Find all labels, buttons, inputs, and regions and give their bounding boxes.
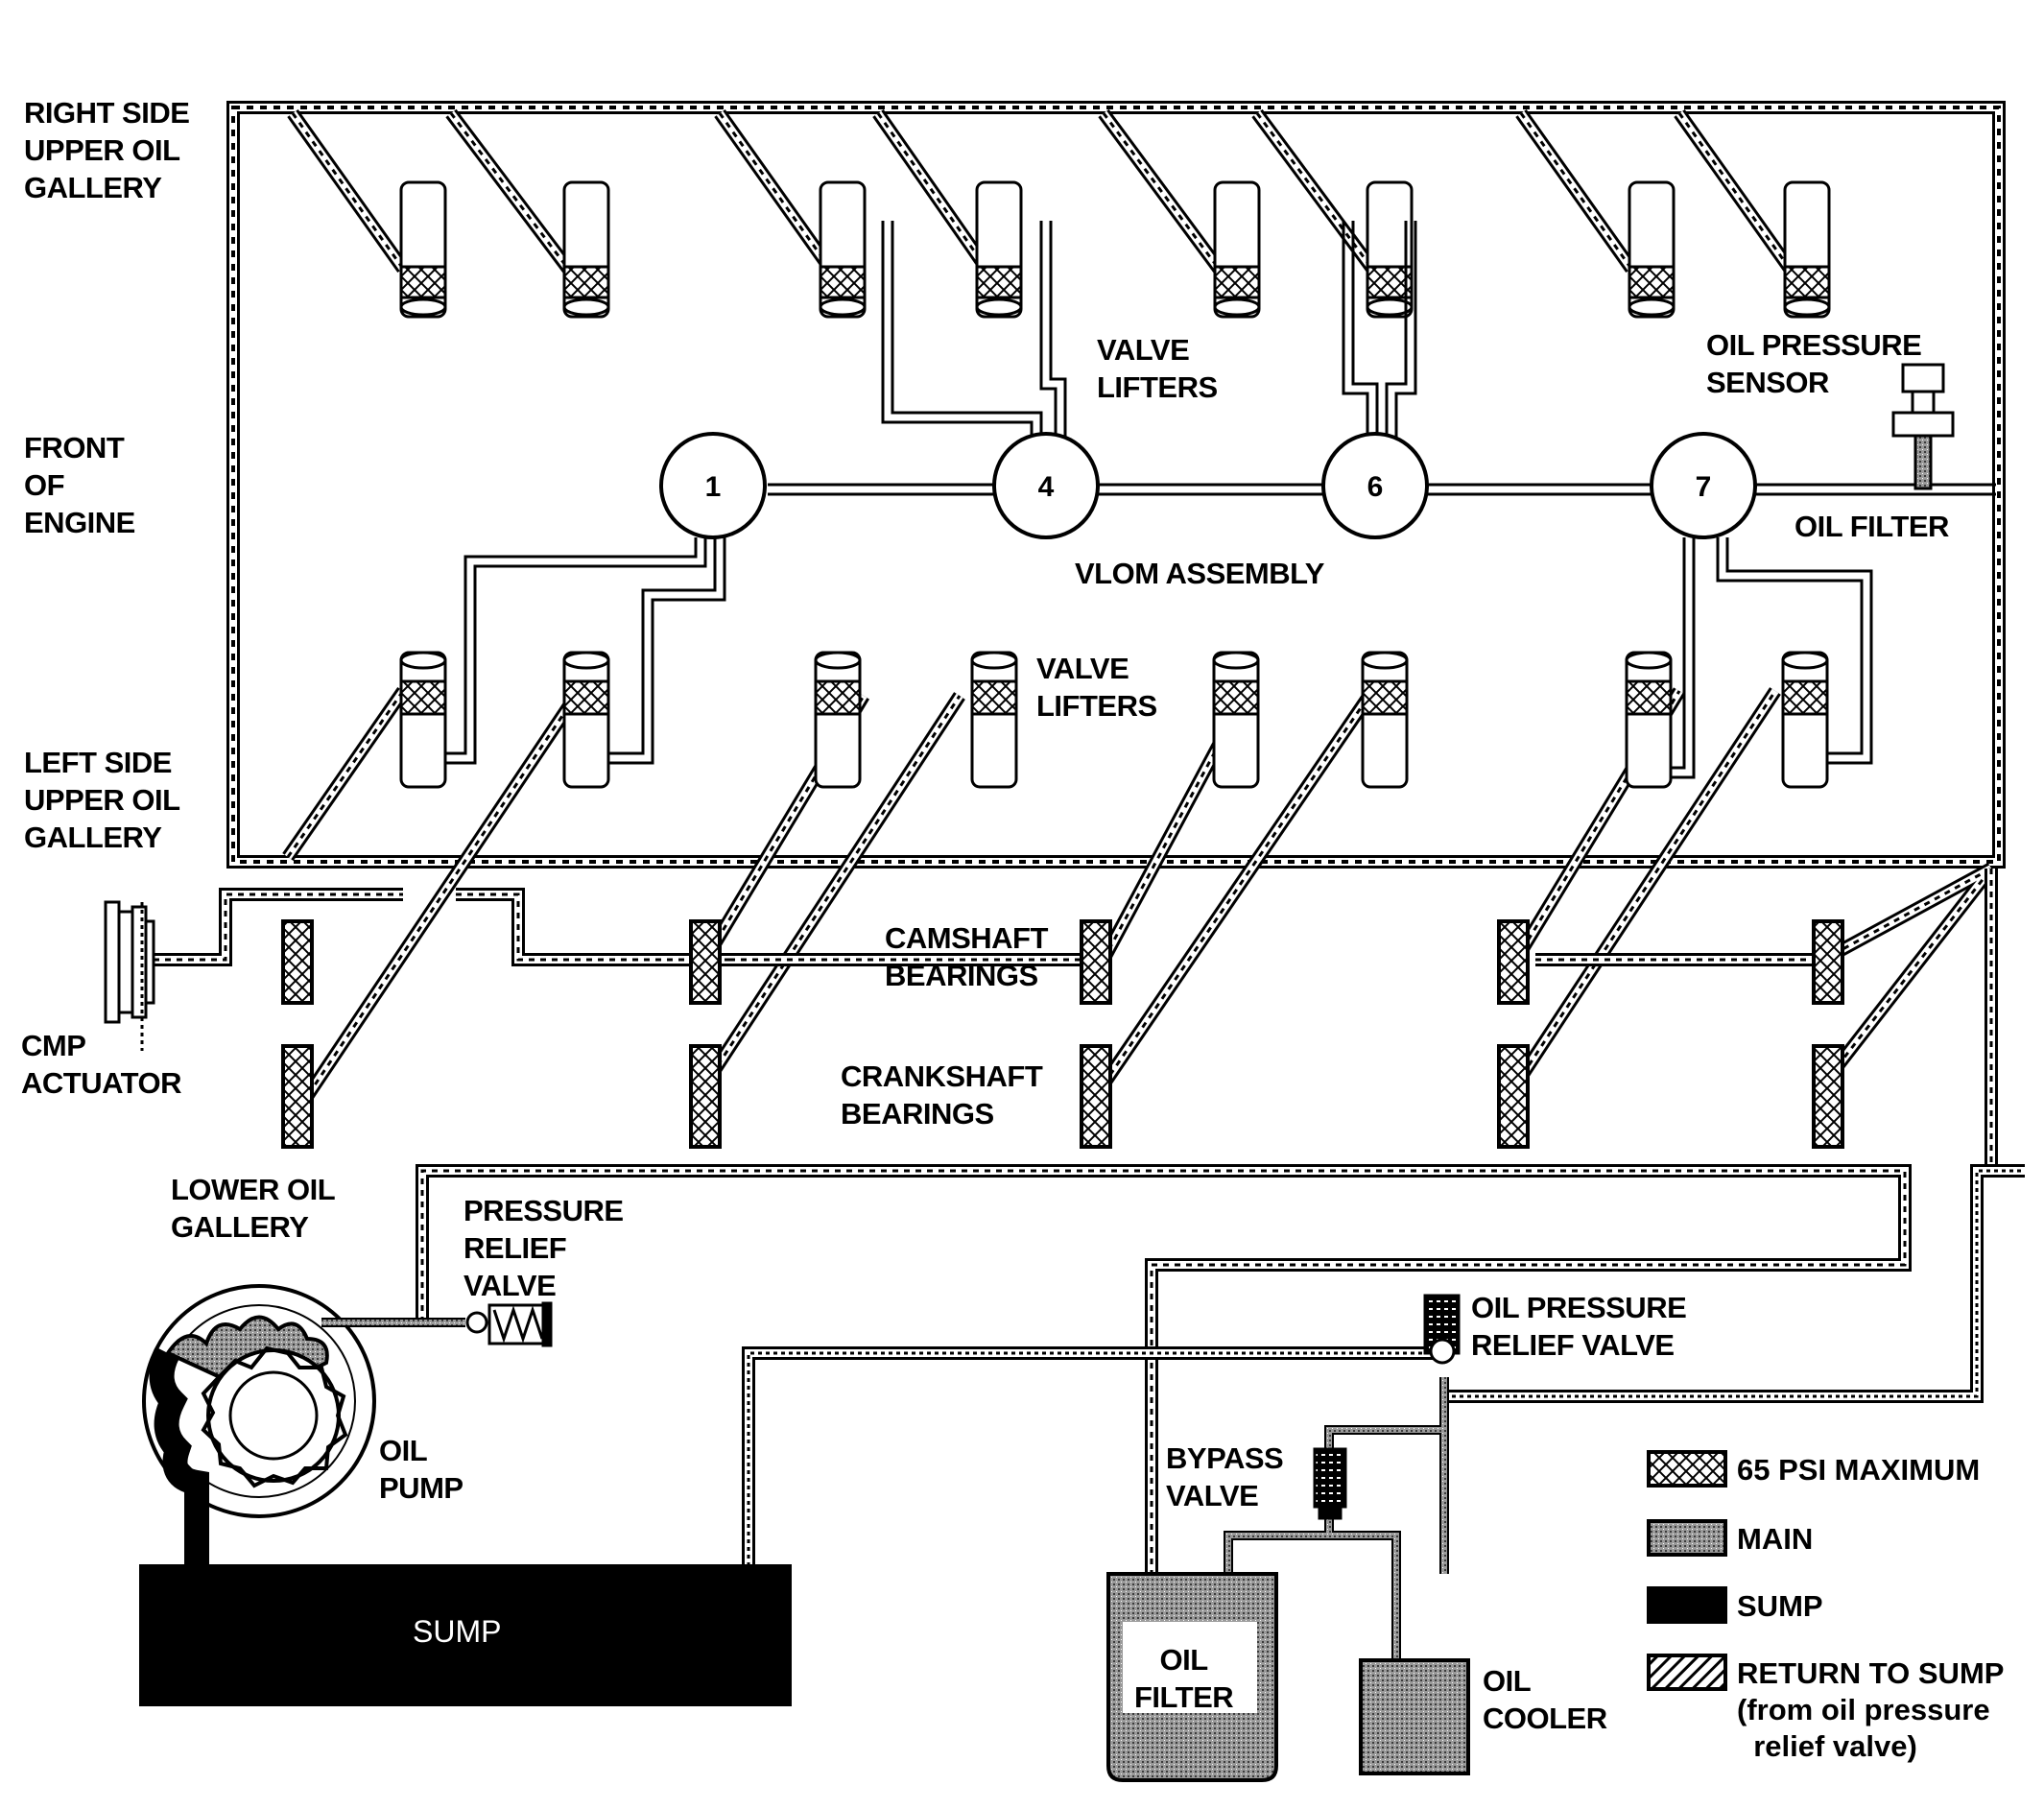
vlom-assembly: 1 4 6 7 xyxy=(659,432,1757,539)
upper-lifter-feeds xyxy=(287,108,1795,274)
label-valve-lifters-upper: VALVE LIFTERS xyxy=(1097,333,1218,404)
lower-lifter-feeds xyxy=(282,687,1997,1107)
svg-text:1: 1 xyxy=(705,471,722,503)
pressure-relief-valve xyxy=(321,1301,553,1347)
svg-text:7: 7 xyxy=(1696,471,1712,503)
lifter xyxy=(819,180,867,319)
vlom-node-7: 7 xyxy=(1650,432,1757,539)
label-bypass-valve: BYPASS VALVE xyxy=(1166,1441,1284,1512)
lifter xyxy=(562,180,610,319)
legend-text-max65: 65 PSI MAXIMUM xyxy=(1737,1453,1981,1487)
label-pressure-relief-valve: PRESSURE RELIEF VALVE xyxy=(463,1194,624,1302)
lifter xyxy=(814,651,862,789)
legend-swatch-max65 xyxy=(1647,1450,1727,1488)
lifter xyxy=(1213,180,1261,319)
legend-swatch-main xyxy=(1647,1519,1727,1557)
crankshaft-bearing xyxy=(1080,1044,1112,1149)
legend xyxy=(1647,1450,1727,1691)
lower-valve-lifters xyxy=(399,651,1829,789)
camshaft-bearing xyxy=(281,919,314,1005)
legend-swatch-return xyxy=(1647,1654,1727,1691)
label-camshaft-bearings: CAMSHAFT BEARINGS xyxy=(885,921,1048,992)
lifter xyxy=(1361,651,1409,789)
label-vlom-assembly: VLOM ASSEMBLY xyxy=(1075,557,1324,590)
vlom-node-6: 6 xyxy=(1321,432,1429,539)
camshaft-feed-line xyxy=(154,888,1814,966)
label-valve-lifters-lower: VALVE LIFTERS xyxy=(1036,652,1157,723)
lifter xyxy=(562,651,610,789)
camshaft-bearing xyxy=(1497,919,1530,1005)
lifter xyxy=(1783,180,1831,319)
lifter xyxy=(1628,180,1676,319)
lifter xyxy=(399,180,447,319)
upper-valve-lifters xyxy=(399,180,1831,319)
label-oil-filter-upper: OIL FILTER xyxy=(1794,510,1949,543)
lifter xyxy=(1366,180,1414,319)
return-line xyxy=(742,1164,2025,1574)
svg-text:6: 6 xyxy=(1367,471,1384,503)
label-oil-pressure-relief-valve: OIL PRESSURE RELIEF VALVE xyxy=(1471,1291,1687,1362)
oil-pump xyxy=(142,1284,376,1631)
lifter xyxy=(1625,651,1673,789)
crankshaft-bearing xyxy=(689,1044,722,1149)
label-oil-pressure-sensor: OIL PRESSURE SENSOR xyxy=(1706,328,1922,399)
crankshaft-bearing xyxy=(1497,1044,1530,1149)
crankshaft-bearing xyxy=(281,1044,314,1149)
crankshaft-bearing xyxy=(1812,1044,1844,1149)
oil-filter-lower xyxy=(1106,1572,1278,1782)
lower-oil-gallery xyxy=(416,869,1998,1574)
label-front-of-engine: FRONT OF ENGINE xyxy=(24,431,135,539)
label-left-gallery: LEFT SIDE UPPER OIL GALLERY xyxy=(24,746,180,854)
legend-text-return: RETURN TO SUMP (from oil pressure relief… xyxy=(1737,1656,2005,1763)
svg-text:4: 4 xyxy=(1038,471,1055,503)
bearings xyxy=(281,919,1844,1149)
oil-pressure-relief-valve xyxy=(1423,1294,1461,1365)
label-oil-pump: OIL PUMP xyxy=(379,1434,463,1505)
legend-swatch-sump xyxy=(1647,1586,1727,1624)
camshaft-bearing xyxy=(689,919,722,1005)
oil-cooler-box xyxy=(1359,1658,1470,1775)
lifter xyxy=(1212,651,1260,789)
camshaft-bearing xyxy=(1080,919,1112,1005)
camshaft-bearing xyxy=(1812,919,1844,1005)
lifter xyxy=(970,651,1018,789)
label-lower-oil-gallery: LOWER OIL GALLERY xyxy=(171,1173,336,1244)
label-sump: SUMP xyxy=(413,1614,502,1649)
vlom-node-4: 4 xyxy=(992,432,1100,539)
vlom-node-1: 1 xyxy=(659,432,767,539)
legend-text-main: MAIN xyxy=(1737,1522,1814,1556)
sump-box xyxy=(139,1564,792,1706)
oil-pressure-sensor xyxy=(1891,363,1955,490)
cmp-actuator xyxy=(104,900,155,1051)
label-oil-cooler: OIL COOLER xyxy=(1483,1664,1607,1735)
lifter xyxy=(1781,651,1829,789)
label-right-gallery: RIGHT SIDE UPPER OIL GALLERY xyxy=(24,96,190,204)
upper-gallery-frame xyxy=(226,101,2006,869)
label-crankshaft-bearings: CRANKSHAFT BEARINGS xyxy=(841,1059,1043,1131)
legend-text-sump: SUMP xyxy=(1737,1589,1823,1623)
lifter xyxy=(975,180,1023,319)
lifter xyxy=(399,651,447,789)
label-oil-filter-lower: OIL FILTER xyxy=(1134,1643,1234,1714)
bypass-valve xyxy=(1313,1447,1347,1520)
label-cmp-actuator: CMP ACTUATOR xyxy=(21,1029,182,1100)
